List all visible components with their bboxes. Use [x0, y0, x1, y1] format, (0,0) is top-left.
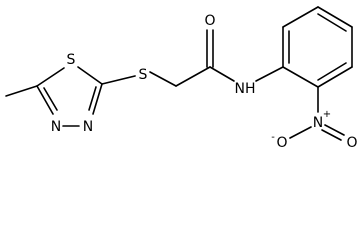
bond-c2-s	[101, 75, 136, 85]
bond-ring-5-inner	[317, 62, 347, 81]
bond-n-o-left	[289, 126, 312, 139]
atom-n-nitro: N	[313, 115, 323, 131]
bond-n-o-right-1	[324, 124, 345, 136]
bonds	[5, 6, 353, 141]
bond-ch2-c	[175, 66, 211, 87]
bond-n4-c5	[36, 85, 54, 115]
structure-diagram: S S N N O NH N + O - O	[5, 6, 357, 151]
charge-o-nitro-left: -	[271, 132, 275, 143]
charge-n-nitro: +	[323, 109, 331, 120]
atom-o-nitro-right: O	[346, 135, 357, 151]
bond-s-ch2	[149, 71, 177, 87]
bond-c-n	[209, 66, 235, 82]
bond-methyl	[5, 85, 38, 97]
bond-c5-s1	[36, 67, 65, 87]
atom-s-ring: S	[67, 52, 76, 68]
bond-c2-n3-inner	[88, 86, 97, 111]
bond-ring-3	[317, 6, 353, 28]
bond-ring-5	[317, 66, 353, 88]
atom-nh-amide: NH	[235, 81, 256, 97]
atom-labels: S S N N O NH N + O - O	[51, 13, 357, 151]
bond-ring-2	[282, 6, 319, 28]
atom-n-ring-left: N	[51, 119, 61, 135]
bond-n4-c5-inner	[43, 87, 58, 111]
atom-s-thioether: S	[139, 67, 148, 83]
bond-c2-n3	[92, 83, 103, 115]
atom-o-carbonyl: O	[204, 13, 215, 29]
bond-ring-3-inner	[317, 13, 347, 32]
bond-ring-6	[282, 66, 319, 88]
bond-s1-c2	[77, 66, 103, 85]
atom-n-ring-right: N	[83, 119, 93, 135]
bond-n-o-right-2	[321, 129, 342, 141]
atom-o-nitro-left: O	[276, 135, 287, 151]
bond-n-ring	[255, 66, 284, 82]
